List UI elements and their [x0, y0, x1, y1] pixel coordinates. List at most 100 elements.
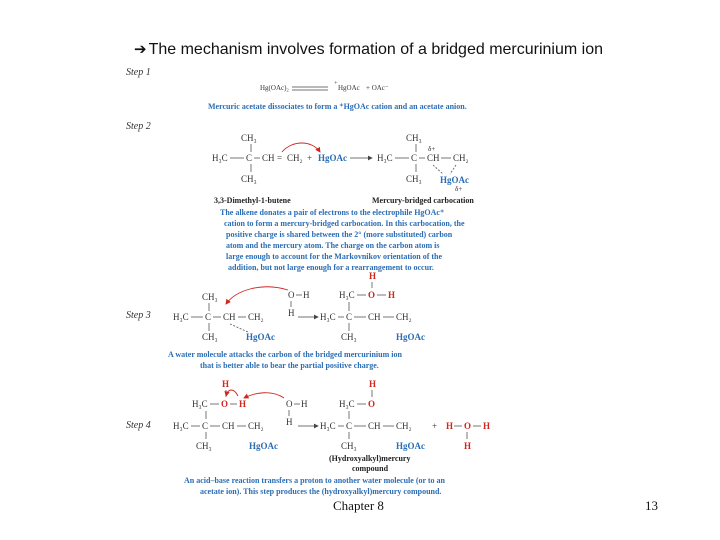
step3-prod-o: O — [368, 290, 375, 300]
step4-prod-o: O — [368, 399, 375, 409]
step4-prod-c: C — [346, 421, 352, 431]
step2-prod-ch: CH — [427, 153, 440, 163]
step3-prod-h-top: H — [369, 271, 376, 281]
step4-h3o-h-bottom: H — [464, 441, 471, 451]
step2-caption-line: positive charge is shared between the 2°… — [226, 230, 453, 239]
step2-ch2: CH₂ — [287, 153, 303, 163]
step4-prod-ch: CH — [368, 421, 381, 431]
step4-bond-arrow — [224, 389, 239, 397]
step4-water-h1: H — [301, 399, 308, 409]
step2-bottom-ch3: CH₃ — [241, 174, 257, 184]
step1-caption: Mercuric acetate dissociates to form a ⁺… — [208, 102, 467, 111]
slide-title-text: The mechanism involves formation of a br… — [148, 41, 603, 58]
step3-prod-h-right: H — [388, 290, 395, 300]
step2-delta2: δ+ — [455, 185, 462, 193]
step1-reactant: Hg(OAc)₂ — [260, 84, 289, 92]
step4-caption-line: acetate ion). This step produces the (hy… — [200, 487, 441, 496]
step3-c: C — [205, 312, 211, 322]
step1-cation: HgOAc — [338, 84, 360, 92]
step2-caption: The alkene donates a pair of electrons t… — [220, 208, 465, 272]
step4-water-o: O — [286, 399, 293, 409]
step4-proton-arrow — [243, 392, 285, 399]
step3-ch: CH — [223, 312, 236, 322]
step4-ch2: CH₂ — [248, 421, 264, 431]
step4-prod-hgoac: HgOAc — [396, 441, 425, 451]
step4-product-name: (Hydroxyalkyl)mercury — [329, 454, 410, 463]
step3-prod-ch: CH — [368, 312, 381, 322]
step2-prod-bottom-ch3: CH₃ — [406, 174, 422, 184]
step2-delta1: δ+ — [428, 145, 435, 153]
step4-caption: An acid–base reaction transfers a proton… — [184, 476, 446, 496]
step3-prod-ch2: CH₂ — [396, 312, 412, 322]
step3-prod-c: C — [346, 312, 352, 322]
step4-prod-ch2: CH₂ — [396, 421, 412, 431]
step3-bottom-ch3: CH₃ — [202, 332, 218, 342]
step4-h3c-top: H₃C — [192, 399, 208, 409]
step2-top-ch3: CH₃ — [241, 133, 257, 143]
step4-hgoac: HgOAc — [249, 441, 278, 451]
step4-h-right: H — [239, 399, 246, 409]
step3-label: Step 3 — [126, 310, 151, 321]
step4-o: O — [221, 399, 228, 409]
step2-electron-arrow — [281, 142, 321, 153]
step2-label: Step 2 — [126, 121, 151, 132]
step3-prod-h3c-top: H₃C — [339, 290, 355, 300]
step3-attack-arrow — [225, 286, 289, 305]
step3-water-o: O — [288, 290, 295, 300]
step2-double-bond: = — [277, 153, 282, 163]
step2-plus: + — [307, 153, 312, 163]
step2-reagent: HgOAc — [318, 153, 347, 163]
step2-prod-hgoac: HgOAc — [440, 175, 469, 185]
step4-product-name: compound — [352, 464, 389, 473]
step4-prod-bottom-ch3: CH₃ — [341, 441, 357, 451]
step3-caption-line: A water molecule attacks the carbon of t… — [168, 350, 402, 359]
step2-ch: CH — [262, 153, 275, 163]
chapter-footer: Chapter 8 — [333, 498, 384, 513]
step3-water-h2: H — [288, 308, 295, 318]
step4-water-h2: H — [286, 417, 293, 427]
step4-c: C — [202, 421, 208, 431]
step3-hgoac: HgOAc — [246, 332, 275, 342]
step1-plus-sign: ⁺ — [334, 80, 338, 88]
step3-caption-line: that is better able to bear the partial … — [200, 361, 379, 370]
step1-label: Step 1 — [126, 67, 151, 78]
step4-prod-h3c: H₃C — [320, 421, 336, 431]
step4-h3o-h-left: H — [446, 421, 453, 431]
step4-plus: + — [432, 421, 437, 431]
step4-bottom-ch3: CH₃ — [196, 441, 212, 451]
step4-label: Step 4 — [126, 420, 151, 431]
step3-prod-h3c: H₃C — [320, 312, 336, 322]
slide-title: ➔The mechanism involves formation of a b… — [134, 40, 603, 59]
step2-h3c: H₃C — [212, 153, 228, 163]
step1-anion: + OAc⁻ — [366, 84, 389, 92]
step2-caption-line: The alkene donates a pair of electrons t… — [220, 208, 444, 217]
step2-product-name: Mercury-bridged carbocation — [372, 196, 474, 205]
step2-caption-line: large enough to account for the Markovni… — [226, 252, 443, 261]
step4-ch: CH — [222, 421, 235, 431]
page-number: 13 — [645, 498, 658, 513]
step2-prod-ch2: CH₂ — [453, 153, 469, 163]
step2-alkene-name: 3,3-Dimethyl-1-butene — [214, 196, 291, 205]
step4-h3o-o: O — [464, 421, 471, 431]
step3-prod-bottom-ch3: CH₃ — [341, 332, 357, 342]
step2-prod-c: C — [411, 153, 417, 163]
step2-prod-top-ch3: CH₃ — [406, 133, 422, 143]
step4-h-top: H — [222, 379, 229, 389]
step4-h3c: H₃C — [173, 421, 189, 431]
step2-caption-line: cation to form a mercury-bridged carboca… — [224, 219, 465, 228]
step4-caption-line: An acid–base reaction transfers a proton… — [184, 476, 446, 485]
step2-caption-line: atom and the mercury atom. The charge on… — [226, 241, 439, 250]
step4-prod-h-top: H — [369, 379, 376, 389]
step3-caption: A water molecule attacks the carbon of t… — [168, 350, 402, 370]
step3-h3c: H₃C — [173, 312, 189, 322]
step2-c: C — [246, 153, 252, 163]
step4-h3o-h-right: H — [483, 421, 490, 431]
step3-water-h1: H — [303, 290, 310, 300]
step2-caption-line: addition, but not large enough for a rea… — [228, 263, 434, 272]
step3-ch2: CH₂ — [248, 312, 264, 322]
step3-top-ch3: CH₃ — [202, 292, 218, 302]
step3-prod-hgoac: HgOAc — [396, 332, 425, 342]
step2-prod-h3c: H₃C — [377, 153, 393, 163]
step4-prod-h3c-top: H₃C — [339, 399, 355, 409]
